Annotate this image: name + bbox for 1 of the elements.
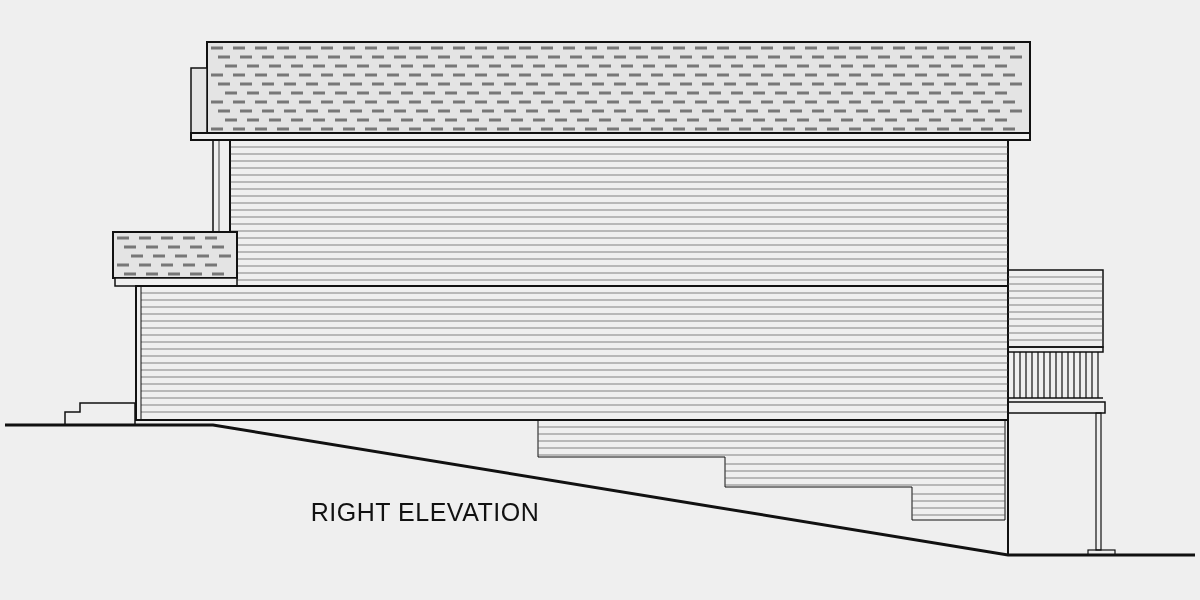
drawing-title: RIGHT ELEVATION: [309, 498, 541, 527]
